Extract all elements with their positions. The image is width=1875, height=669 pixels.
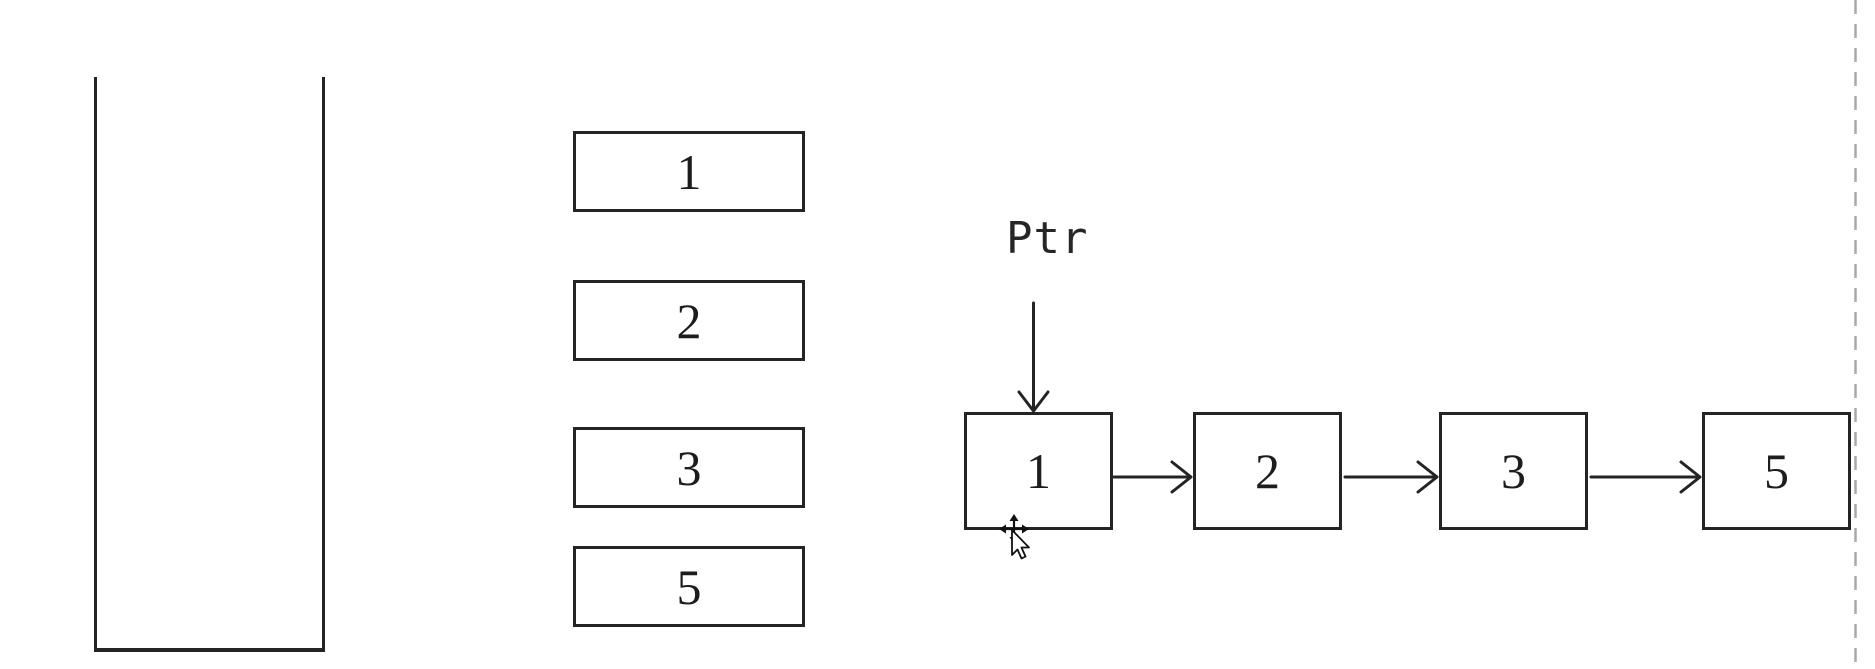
item-box-5-value: 5 (676, 558, 702, 615)
item-box-1[interactable]: 1 (573, 131, 805, 212)
list-node-1-value: 1 (1026, 443, 1051, 499)
list-node-5-value: 5 (1764, 443, 1789, 499)
link-arrow-3-5 (1589, 460, 1702, 494)
item-box-2[interactable]: 2 (573, 280, 805, 361)
ptr-label[interactable]: Ptr (1006, 213, 1089, 264)
list-node-3-value: 3 (1501, 443, 1526, 499)
ptr-arrow (1017, 301, 1050, 413)
item-box-1-value: 1 (676, 143, 702, 200)
list-node-5[interactable]: 5 (1702, 412, 1851, 530)
list-node-2-value: 2 (1255, 443, 1280, 499)
list-node-1[interactable]: 1 (964, 412, 1113, 530)
item-box-3-value: 3 (676, 439, 702, 496)
list-node-3[interactable]: 3 (1439, 412, 1588, 530)
link-arrow-2-3 (1343, 460, 1439, 494)
list-node-2[interactable]: 2 (1193, 412, 1342, 530)
item-box-2-value: 2 (676, 292, 702, 349)
stack-container-shape[interactable] (94, 77, 325, 652)
mouse-cursor-move-icon (999, 514, 1030, 560)
item-box-3[interactable]: 3 (573, 427, 805, 508)
link-arrow-1-2 (1112, 460, 1193, 494)
item-box-5[interactable]: 5 (573, 546, 805, 627)
